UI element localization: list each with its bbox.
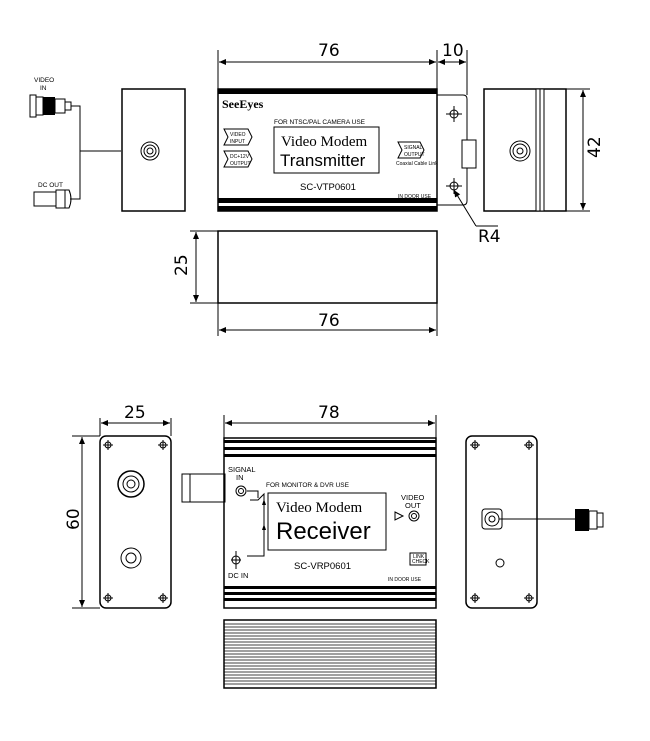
transmitter-front-face: SeeEyes FOR NTSC/PAL CAMERA USE Video Mo…: [217, 88, 438, 212]
signal-output-label-2: OUTPUT: [404, 152, 425, 158]
receiver-usage-note: FOR MONITOR & DVR USE: [266, 482, 350, 489]
title-video-modem: Video Modem: [281, 134, 368, 150]
title-transmitter: Transmitter: [280, 151, 366, 170]
video-out-label-1: VIDEO: [401, 493, 425, 502]
signal-output-label-1: SIGNAL: [404, 145, 423, 151]
receiver-model: SC-VRP0601: [294, 561, 351, 572]
dc-out-connector: DC OUT: [33, 151, 81, 209]
dc-output-label-1: DC+12V: [230, 154, 250, 160]
dc-output-label-2: OUTPUT: [230, 161, 251, 167]
video-in-connector: VIDEO IN: [29, 77, 121, 152]
dim-tab-10: 10: [442, 41, 464, 61]
brand-logo: SeeEyes: [222, 97, 264, 111]
receiver-title-video-modem: Video Modem: [276, 500, 363, 516]
dim-length-76: 76: [318, 41, 340, 61]
transmitter-model: SC-VTP0601: [300, 182, 356, 193]
transmitter-end-view-right: 42: [483, 88, 605, 212]
dim-receiver-length-78: 78: [318, 403, 340, 423]
transmitter-end-view-left: [121, 88, 186, 212]
receiver-top-dimension: 78: [223, 403, 437, 438]
mounting-tab: R4: [437, 94, 501, 247]
receiver-end-view-left: 25 60: [64, 403, 172, 609]
video-input-label-1: VIDEO: [230, 132, 246, 138]
transmitter-side-view: 25 76: [172, 230, 438, 336]
dim-length-76-bottom: 76: [318, 311, 340, 331]
signal-in-connector: [181, 473, 226, 503]
dim-depth-25: 25: [172, 254, 192, 276]
indoor-use-note: IN DOOR USE: [398, 194, 432, 200]
signal-in-label-1: SIGNAL: [228, 465, 256, 474]
signal-in-label-2: IN: [236, 473, 244, 482]
coaxial-cable-note: Coaxial Cable Link: [396, 161, 438, 167]
receiver-drawing: 25 60: [64, 403, 604, 689]
dim-height-42: 42: [585, 136, 605, 158]
video-in-label-2: IN: [40, 85, 47, 92]
receiver-bottom-view: [223, 619, 437, 689]
link-check-label-1: LINK: [413, 554, 425, 560]
link-check-label-2: CHECK: [412, 559, 430, 565]
receiver-end-view-right: [465, 435, 604, 609]
transmitter-drawing: VIDEO IN DC OUT: [29, 41, 605, 336]
video-out-label-2: OUT: [405, 501, 421, 510]
transmitter-top-dimensions: 76 10: [217, 41, 468, 95]
dim-receiver-depth-25: 25: [124, 403, 146, 423]
dc-out-label: DC OUT: [38, 182, 63, 189]
video-in-label-1: VIDEO: [34, 77, 54, 84]
receiver-title-receiver: Receiver: [276, 518, 371, 545]
dim-receiver-height-60: 60: [64, 508, 84, 530]
video-input-label-2: INPUT: [230, 139, 245, 145]
receiver-front-face: SIGNAL IN FOR MONITOR & DVR USE Video Mo…: [223, 437, 437, 609]
radius-r4: R4: [478, 227, 501, 247]
usage-note: FOR NTSC/PAL CAMERA USE: [274, 119, 366, 126]
receiver-indoor-note: IN DOOR USE: [388, 577, 422, 583]
heatsink-fins: [224, 623, 436, 685]
dc-in-label: DC IN: [228, 571, 248, 580]
